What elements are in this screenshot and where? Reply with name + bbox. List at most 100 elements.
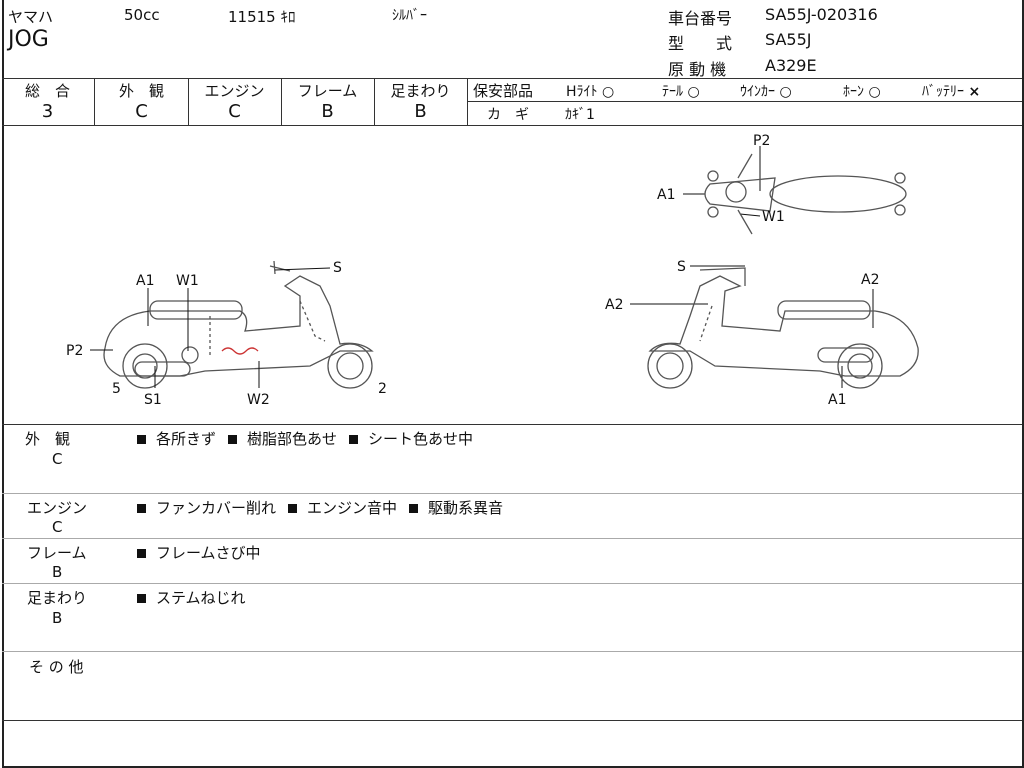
maker: ヤマハ [8,8,54,26]
comment-item: 樹脂部色あせ [247,430,338,448]
comment-item: ステムねじれ [156,589,246,607]
safety-tail: ﾃｰﾙ ○ [662,81,700,101]
marker-A2-right-rear: A2 [861,272,879,288]
marker-W1-top: W1 [762,209,785,225]
comment-category-other: そ の 他 [29,658,84,676]
item-name: ｳｲﾝｶｰ [740,84,775,100]
scooter-top-view [704,153,907,235]
marker-2: 2 [378,381,387,397]
divider [467,101,1022,102]
divider [94,78,95,125]
divider [2,424,1022,425]
marker-A1-right: A1 [828,392,846,408]
safety-winker: ｳｲﾝｶｰ ○ [740,81,792,101]
bullet-icon [228,434,238,444]
bullet-icon [349,434,359,444]
comment-grade-suspension: B [52,609,63,627]
item-name: ﾊﾞｯﾃﾘｰ [922,84,964,100]
frame-number: SA55J-020316 [765,5,878,24]
safety-parts-label: 保安部品 [473,82,534,100]
grade-value-suspension: B [414,101,427,122]
marker-W2: W2 [247,392,270,408]
item-name: Hﾗｲﾄ [566,84,598,100]
frame-number-label: 車台番号 [668,9,733,28]
divider [2,125,1022,126]
key-label: カ ギ [487,107,529,123]
marker-S: S [333,260,342,276]
comment-items-engine: ファンカバー削れ エンジン音中 駆動系異音 [137,497,515,518]
mileage: 11515 ｷﾛ [228,8,296,26]
comment-item: フレームさび中 [156,544,261,562]
divider [188,78,189,125]
grade-value-exterior: C [135,101,148,122]
marker-S-right: S [677,259,686,275]
engine-label: 原 動 機 [668,60,727,79]
grade-value-overall: 3 [41,101,54,122]
divider [2,720,1022,721]
marker-P2: P2 [66,343,83,359]
comment-grade-frame: B [52,563,63,581]
divider [2,651,1022,652]
damage-diagram: A1 W1 S P2 5 S1 W2 2 P2 A1 W1 S A2 A2 A1 [66,133,919,408]
item-name: ﾃｰﾙ [662,84,683,100]
comment-item: ファンカバー削れ [156,499,277,517]
scooter-left-view [103,260,374,389]
comment-items-exterior: 各所きず 樹脂部色あせ シート色あせ中 [137,428,485,449]
marker-5: 5 [112,381,121,397]
safety-battery: ﾊﾞｯﾃﾘｰ × [922,81,980,101]
type-value: SA55J [765,30,812,49]
grade-label-overall: 総 合 [24,82,70,100]
displacement: 50cc [124,6,160,24]
divider [2,583,1022,584]
comment-category-frame: フレーム [27,544,87,562]
bullet-icon [137,434,146,444]
item-name: ﾎｰﾝ [843,84,864,100]
divider [467,78,468,125]
comment-item: 各所きず [156,430,217,448]
comment-item: シート色あせ中 [368,430,474,448]
divider [2,493,1022,494]
bullet-icon [288,503,298,513]
type-label: 型 式 [668,34,733,53]
divider [281,78,282,125]
comment-category-suspension: 足まわり [27,589,88,607]
key-value: ｶｷﾞ1 [565,107,595,123]
item-mark: × [968,84,981,100]
item-mark: ○ [687,84,700,100]
grade-value-frame: B [321,101,334,122]
marker-A2-right-front: A2 [605,297,623,313]
bullet-icon [409,503,419,513]
model-name: JOG [8,27,49,52]
comment-category-exterior: 外 観 [25,430,71,448]
marker-A1-top: A1 [657,187,675,203]
comment-items-frame: フレームさび中 [137,542,273,563]
comment-items-suspension: ステムねじれ [137,587,258,608]
comment-item: 駆動系異音 [428,499,504,517]
comment-grade-exterior: C [52,450,63,468]
divider [374,78,375,125]
comment-category-engine: エンジン [27,499,88,517]
bullet-icon [137,593,146,603]
item-mark: ○ [868,84,881,100]
grade-label-exterior: 外 観 [118,82,164,100]
marker-S1: S1 [144,392,162,408]
bullet-icon [137,548,146,558]
marker-A1: A1 [136,273,154,289]
grade-label-frame: フレーム [297,82,358,100]
engine-value: A329E [765,56,817,75]
bullet-icon [137,503,146,513]
divider [2,538,1022,539]
marker-P2-top: P2 [753,133,770,149]
grade-value-engine: C [228,101,241,122]
grade-label-engine: エンジン [204,82,265,100]
safety-horn: ﾎｰﾝ ○ [843,81,881,101]
color: ｼﾙﾊﾞｰ [392,8,427,24]
item-mark: ○ [601,84,615,100]
safety-headlight: Hﾗｲﾄ ○ [566,81,614,101]
item-mark: ○ [779,84,792,100]
marker-W1: W1 [176,273,199,289]
comment-item: エンジン音中 [307,499,398,517]
scooter-right-view [647,267,919,389]
grade-label-suspension: 足まわり [390,82,451,100]
